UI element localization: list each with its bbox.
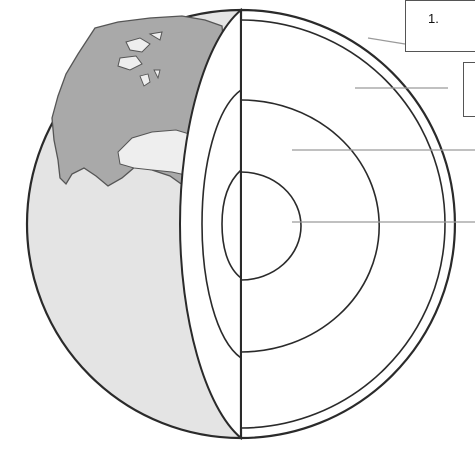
label-box-2[interactable] <box>463 62 475 117</box>
cross-section <box>180 10 455 438</box>
leader-line-1 <box>368 38 405 44</box>
label-1-text: 1. <box>428 11 439 26</box>
label-box-1[interactable]: 1. <box>405 0 475 52</box>
